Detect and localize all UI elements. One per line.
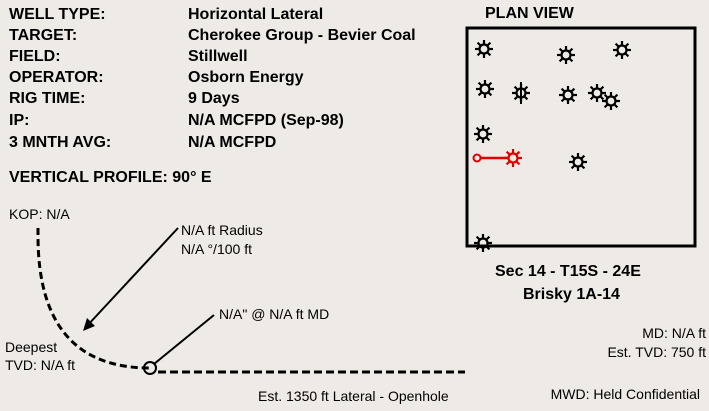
build-rate-label: N/A °/100 ft — [181, 241, 252, 257]
entry-point-marker — [143, 361, 157, 375]
md-label: MD: N/A ft — [642, 325, 706, 341]
surface-location-icon — [472, 153, 482, 163]
subject-well-icon — [502, 147, 524, 169]
offset-well-icon — [586, 82, 608, 104]
kop-label: KOP: N/A — [9, 206, 70, 222]
entry-point-label: N/A" @ N/A ft MD — [219, 306, 330, 322]
target-label: TARGET: — [9, 27, 78, 44]
well-type-value: Horizontal Lateral — [188, 6, 324, 23]
deepest-tvd-label: TVD: N/A ft — [5, 357, 76, 373]
field-value: Stillwell — [188, 48, 248, 65]
ip-value: N/A MCFPD (Sep-98) — [188, 112, 344, 129]
rig-time-value: 9 Days — [188, 90, 240, 107]
section-label: Sec 14 - T15S - 24E — [495, 263, 641, 280]
three-month-avg-value: N/A MCFPD — [188, 134, 277, 151]
offset-well-icon — [472, 123, 494, 145]
offset-well-icon — [600, 90, 622, 112]
offset-well-icon — [567, 151, 589, 173]
entry-leader-line — [153, 314, 215, 365]
ip-label: IP: — [9, 112, 30, 129]
offset-well-icon — [555, 44, 577, 66]
plan-view-title: PLAN VIEW — [485, 5, 574, 22]
radius-arrow-line — [85, 227, 179, 328]
wellbore-curve — [36, 228, 151, 370]
offset-well-icon — [472, 232, 494, 254]
offset-well-icon — [474, 78, 496, 100]
offset-well-icon — [473, 38, 495, 60]
radius-label: N/A ft Radius — [181, 222, 263, 238]
field-label: FIELD: — [9, 48, 61, 65]
est-tvd-label: Est. TVD: 750 ft — [607, 344, 706, 360]
deepest-label: Deepest — [5, 339, 58, 355]
offset-well-icon — [611, 39, 633, 61]
mwd-label: MWD: Held Confidential — [550, 386, 700, 402]
operator-value: Osborn Energy — [188, 69, 304, 86]
three-month-avg-label: 3 MNTH AVG: — [9, 134, 112, 151]
well-type-label: WELL TYPE: — [9, 6, 106, 23]
well-name-label: Brisky 1A-14 — [523, 286, 620, 303]
lateral-label: Est. 1350 ft Lateral - Openhole — [258, 388, 449, 404]
radius-arrowhead — [83, 318, 95, 331]
offset-well-icon — [557, 84, 579, 106]
operator-label: OPERATOR: — [9, 69, 104, 86]
target-value: Cherokee Group - Bevier Coal — [188, 27, 416, 44]
rig-time-label: RIG TIME: — [9, 90, 86, 107]
section-boundary — [465, 26, 697, 248]
vertical-profile-heading: VERTICAL PROFILE: 90° E — [9, 169, 212, 186]
